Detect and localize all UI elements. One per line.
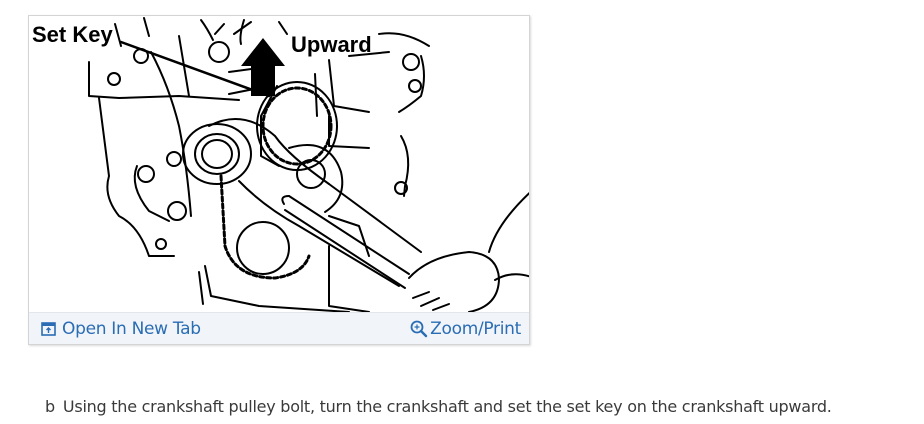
- upward-callout: Upward: [291, 32, 372, 57]
- diagram-figure: Set Key Upward Open In New Tab: [28, 15, 530, 345]
- zoom-in-icon: [410, 320, 428, 338]
- figure-footer: Open In New Tab Zoom/Print: [29, 312, 529, 344]
- crankshaft-diagram[interactable]: Set Key Upward: [29, 16, 529, 312]
- set-key-callout: Set Key: [32, 22, 113, 47]
- zoom-print-link[interactable]: Zoom/Print: [410, 319, 521, 339]
- step-text: Using the crankshaft pulley bolt, turn t…: [62, 397, 832, 416]
- open-in-new-tab-icon: [41, 321, 56, 336]
- open-in-new-tab-label: Open In New Tab: [62, 318, 201, 339]
- step-marker: b: [45, 397, 55, 416]
- open-in-new-tab-link[interactable]: Open In New Tab: [41, 319, 201, 339]
- step-instruction: b Using the crankshaft pulley bolt, turn …: [45, 397, 832, 416]
- engine-line-drawing: Set Key Upward: [32, 17, 529, 312]
- zoom-print-label: Zoom/Print: [430, 318, 521, 339]
